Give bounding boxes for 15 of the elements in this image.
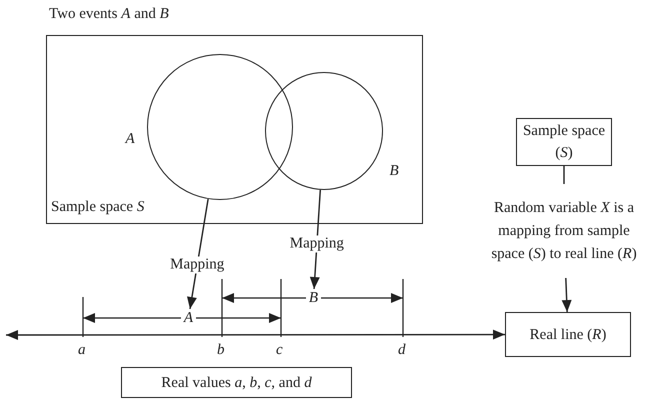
edge-label: Mapping	[288, 236, 346, 253]
title: Two events A and B	[49, 6, 169, 23]
text-box: Sample space (S)	[516, 118, 612, 166]
event-label: A	[126, 130, 135, 148]
tick-label: c	[276, 342, 283, 359]
arrow	[6, 330, 505, 340]
arrow	[562, 278, 572, 312]
tick-label: b	[217, 342, 224, 359]
event-label: B	[390, 162, 399, 180]
frame-label: Sample space S	[51, 199, 144, 216]
tick-label: d	[398, 342, 406, 359]
tick-label: a	[78, 342, 86, 359]
text-box: Real line (R)	[505, 312, 631, 357]
edge-label: Mapping	[168, 256, 226, 274]
text-box: Real values a, b, c, and d	[121, 367, 352, 398]
